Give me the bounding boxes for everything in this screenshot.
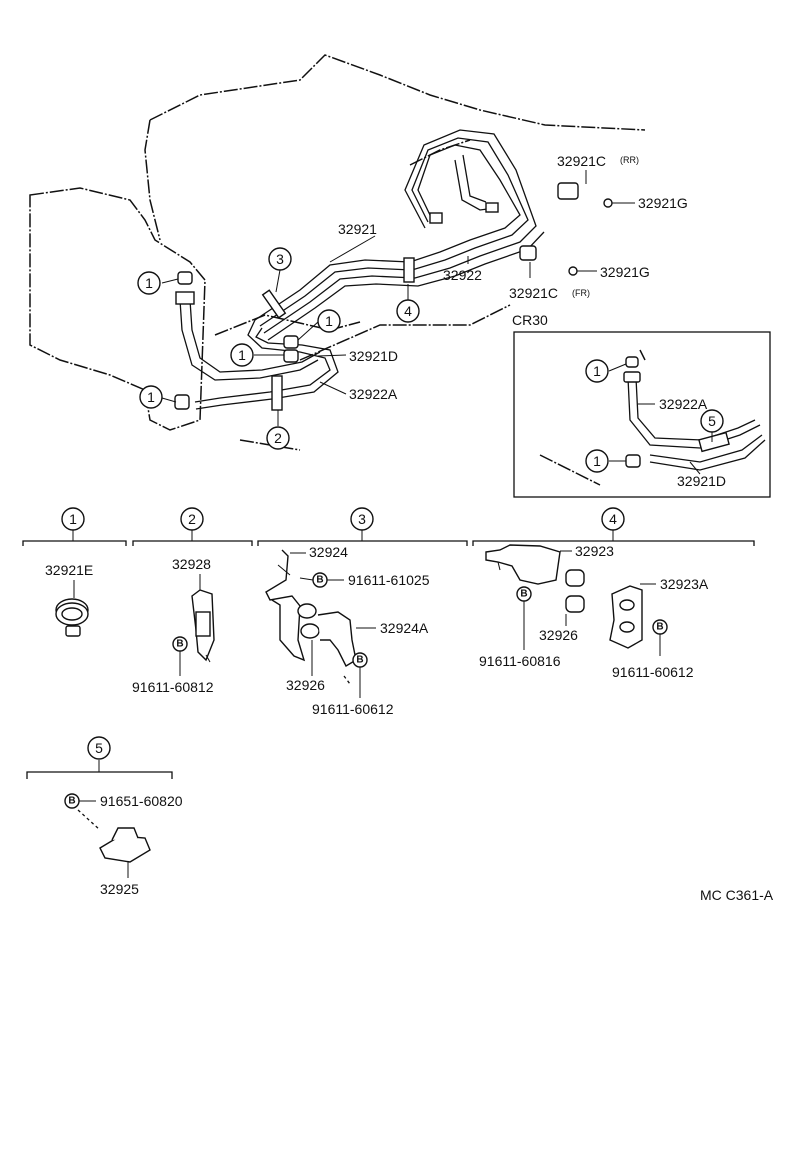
callout-1-lower-fitting: 1 (139, 385, 163, 409)
label-32921c-rr: 32921C (557, 153, 606, 169)
label-32923: 32923 (575, 543, 614, 559)
group-1-parts: 32921E (45, 562, 93, 637)
group-2-parts: 32928 B 91611-60812 (132, 556, 215, 695)
svg-text:1: 1 (145, 275, 153, 291)
svg-text:1: 1 (593, 363, 601, 379)
svg-text:3: 3 (358, 511, 366, 527)
callout-4-clamp: 4 (396, 299, 420, 323)
group-brackets (22, 530, 755, 779)
bolt-mark: B (652, 619, 668, 635)
callout-3-clamp: 3 (268, 247, 292, 271)
label-32921d: 32921D (349, 348, 398, 364)
svg-text:B: B (176, 639, 183, 650)
label-32923a: 32923A (660, 576, 709, 592)
callout-1-upper-fitting: 1 (317, 309, 341, 333)
label-32924a: 32924A (380, 620, 429, 636)
callout-2-clamp: 2 (266, 426, 290, 450)
svg-text:B: B (356, 655, 363, 666)
svg-text:B: B (520, 589, 527, 600)
fuel-line-assembly (174, 129, 613, 411)
label-32922: 32922 (443, 267, 482, 283)
svg-text:1: 1 (69, 511, 77, 527)
svg-text:1: 1 (325, 313, 333, 329)
label-rr-suffix: (RR) (620, 155, 639, 165)
svg-text:4: 4 (609, 511, 617, 527)
leader-lines-main (161, 170, 635, 426)
svg-text:1: 1 (593, 453, 601, 469)
label-fr-suffix: (FR) (572, 288, 590, 298)
svg-text:2: 2 (188, 511, 196, 527)
svg-text:B: B (68, 796, 75, 807)
label-91611-60816: 91611-60816 (479, 653, 561, 669)
label-32921g-lower: 32921G (600, 264, 650, 280)
label-91611-60812: 91611-60812 (132, 679, 214, 695)
svg-text:1: 1 (147, 389, 155, 405)
inset-label-32921d: 32921D (677, 473, 726, 489)
bolt-mark: B (516, 586, 532, 602)
svg-text:1: 1 (238, 347, 246, 363)
label-32921g-upper: 32921G (638, 195, 688, 211)
bolt-mark: B (64, 793, 80, 809)
inset-callout-1-bottom: 1 (585, 449, 609, 473)
label-91611-61025: 91611-61025 (348, 572, 430, 588)
label-32926-g4: 32926 (539, 627, 578, 643)
group-callout-5: 5 (87, 736, 111, 760)
label-32922a: 32922A (349, 386, 398, 402)
bolt-mark: B (312, 572, 328, 588)
label-91611-60612-g4: 91611-60612 (612, 664, 694, 680)
svg-text:B: B (656, 622, 663, 633)
group-callout-1: 1 (61, 507, 85, 531)
label-32925: 32925 (100, 881, 139, 897)
group-3-parts: 32924 B 91611-61025 32924A 32926 B 91611… (265, 544, 430, 717)
cr30-inset: CR30 (512, 312, 771, 498)
svg-text:2: 2 (274, 430, 282, 446)
label-32921c-fr: 32921C (509, 285, 558, 301)
svg-text:5: 5 (95, 740, 103, 756)
label-32921e: 32921E (45, 562, 93, 578)
label-91611-60612-g3: 91611-60612 (312, 701, 394, 717)
label-32924: 32924 (309, 544, 348, 560)
engine-outline (144, 54, 646, 241)
callout-1-mid-fitting: 1 (230, 343, 254, 367)
group-4-parts: 32923 B 91611-60816 32926 32923A B 91611… (479, 543, 709, 680)
group-callout-4: 4 (601, 507, 625, 531)
figure-code: MC C361-A (700, 887, 774, 903)
label-32926-g3: 32926 (286, 677, 325, 693)
label-32928: 32928 (172, 556, 211, 572)
svg-text:5: 5 (708, 413, 716, 429)
group-5-parts: B 91651-60820 32925 (64, 793, 183, 897)
inset-callout-1-top: 1 (585, 359, 609, 383)
bolt-mark: B (352, 652, 368, 668)
label-91651-60820: 91651-60820 (100, 793, 183, 809)
inset-label-32922a: 32922A (659, 396, 708, 412)
callout-1-tank-top: 1 (137, 271, 161, 295)
group-callout-3: 3 (350, 507, 374, 531)
svg-text:B: B (316, 575, 323, 586)
fuel-tank-outline (29, 187, 206, 431)
label-32921: 32921 (338, 221, 377, 237)
svg-text:4: 4 (404, 303, 412, 319)
svg-text:3: 3 (276, 251, 284, 267)
inset-callout-5: 5 (700, 409, 724, 433)
bolt-mark: B (172, 636, 188, 652)
group-callout-2: 2 (180, 507, 204, 531)
inset-title: CR30 (512, 312, 548, 328)
